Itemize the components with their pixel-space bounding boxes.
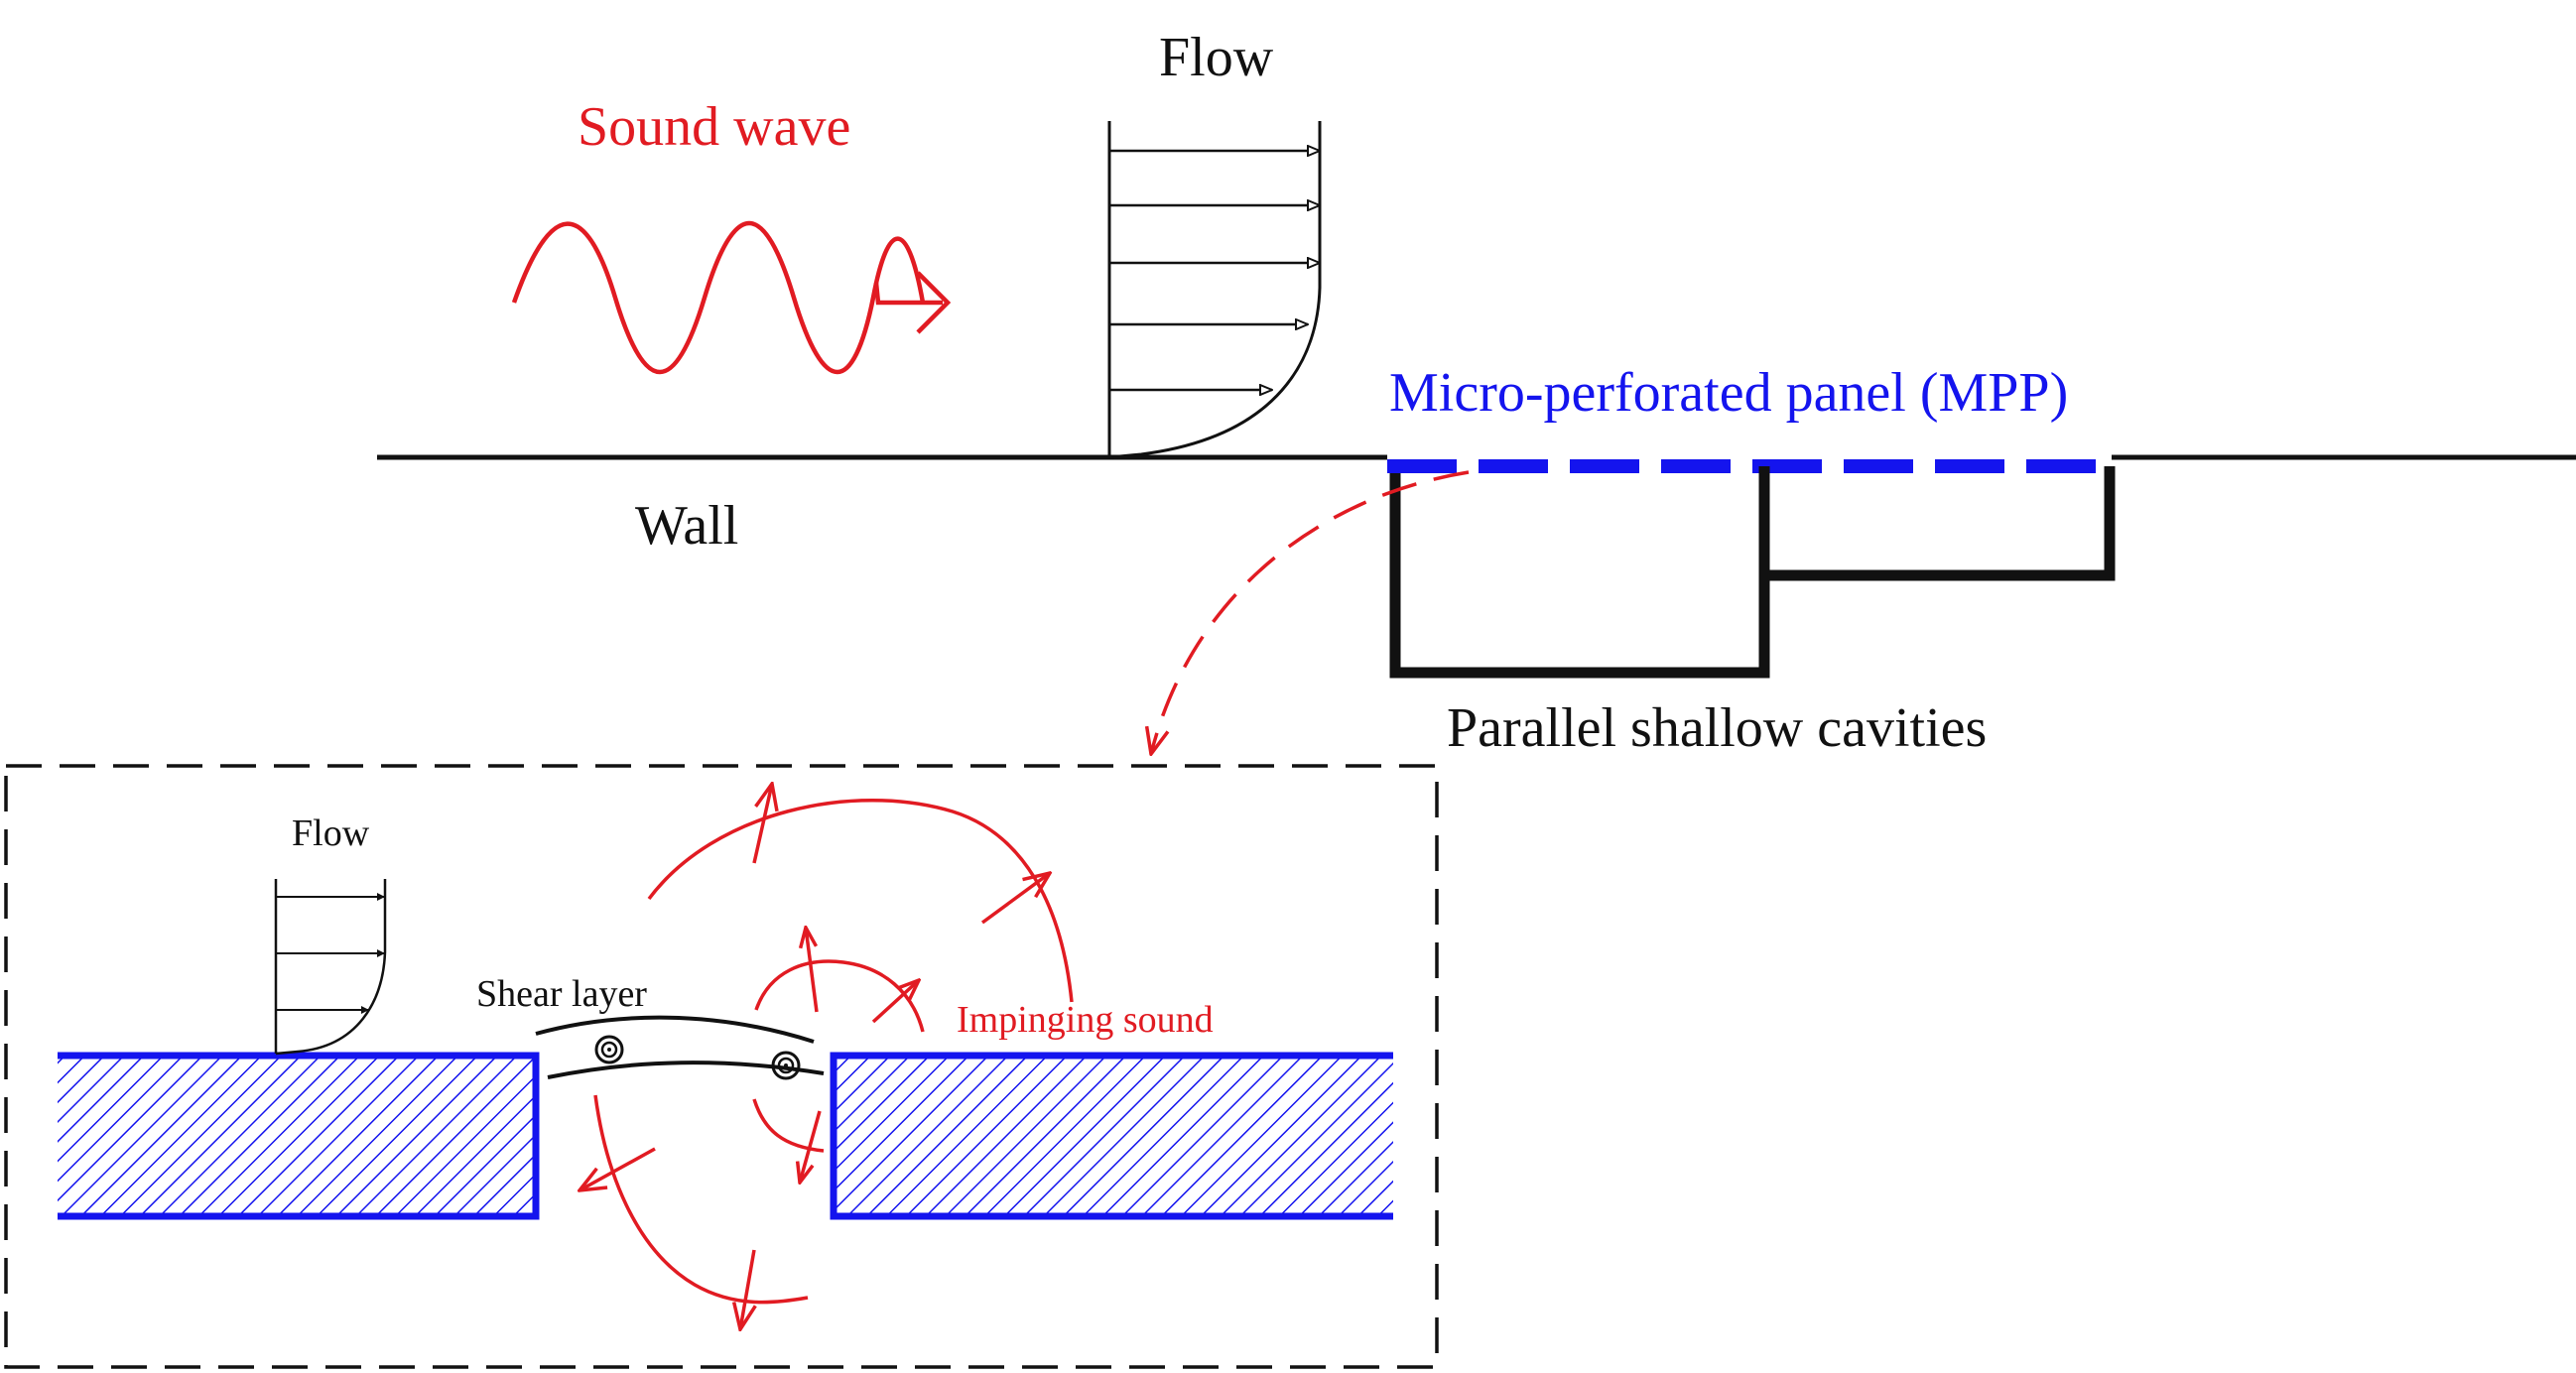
mpp-label: Micro-perforated panel (MPP) (1389, 362, 2068, 424)
impinging-sound-waves (580, 784, 1074, 1329)
sound-wave-label: Sound wave (578, 96, 850, 158)
flow-profile-top (1107, 121, 1322, 459)
cavities-label: Parallel shallow cavities (1447, 697, 1987, 759)
cavity-left (1389, 466, 1770, 679)
plate-right (830, 1052, 1393, 1220)
flow-label-detail: Flow (292, 812, 370, 854)
flow-profile-detail (274, 879, 387, 1056)
shear-layer-label: Shear layer (476, 973, 647, 1015)
wall-label: Wall (635, 495, 738, 557)
shear-layer (535, 1015, 825, 1080)
flow-label-top: Flow (1159, 27, 1274, 88)
impinging-sound-label: Impinging sound (957, 999, 1214, 1041)
sound-wave-curve (511, 220, 926, 375)
cavity-right (1764, 466, 2116, 581)
plate-left (58, 1052, 540, 1220)
sound-wave-arrow (873, 271, 952, 334)
detail-frame (4, 764, 1439, 1369)
zoom-arrow (1151, 470, 1470, 754)
